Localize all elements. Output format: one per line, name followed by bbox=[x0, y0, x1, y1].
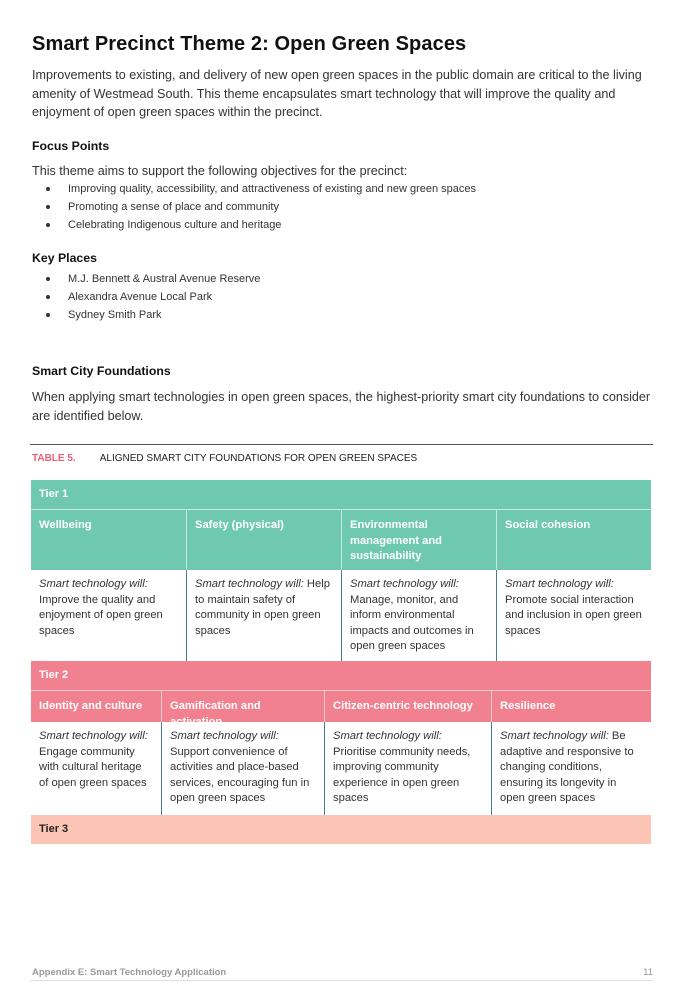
footer-title: Appendix E: Smart Technology Application bbox=[32, 967, 227, 978]
header-gamification: Gamification and activation bbox=[161, 691, 324, 728]
list-item: M.J. Bennett & Austral Avenue Reserve bbox=[32, 270, 260, 288]
cell-identity: Smart technology will: Engage community … bbox=[39, 730, 148, 789]
table-caption: TABLE 5. ALIGNED SMART CITY FOUNDATIONS F… bbox=[32, 453, 417, 464]
tier-1-block: Tier 1 Wellbeing Safety (physical) Envir… bbox=[31, 480, 651, 662]
focus-points-lead: This theme aims to support the following… bbox=[32, 164, 408, 178]
cell-wellbeing: Smart technology will: Improve the quali… bbox=[39, 578, 163, 637]
cell-gamification: Smart technology will: Support convenien… bbox=[161, 722, 324, 815]
tier-1-label: Tier 1 bbox=[31, 480, 651, 509]
list-item: Celebrating Indigenous culture and herit… bbox=[32, 216, 476, 234]
list-item: Promoting a sense of place and community bbox=[32, 198, 476, 216]
list-item: Improving quality, accessibility, and at… bbox=[32, 180, 476, 198]
table-number: TABLE 5. bbox=[32, 453, 76, 464]
header-resilience: Resilience bbox=[491, 691, 651, 722]
tier-3-block: Tier 3 bbox=[31, 815, 651, 844]
tier-2-block: Tier 2 Identity and culture Gamification… bbox=[31, 661, 651, 815]
intro-paragraph: Improvements to existing, and delivery o… bbox=[32, 68, 642, 119]
list-item: Sydney Smith Park bbox=[32, 306, 260, 324]
tier-2-header-row: Identity and culture Gamification and ac… bbox=[31, 690, 651, 728]
header-environmental: Environmental management and sustainabil… bbox=[341, 510, 496, 570]
header-safety: Safety (physical) bbox=[186, 510, 341, 570]
tier-2-label: Tier 2 bbox=[31, 661, 651, 690]
page-number: 11 bbox=[643, 967, 653, 978]
header-wellbeing: Wellbeing bbox=[39, 519, 92, 531]
header-citizen-centric: Citizen-centric technology bbox=[324, 691, 491, 722]
table-top-rule bbox=[30, 444, 653, 445]
cell-resilience: Smart technology will: Be adaptive and r… bbox=[491, 722, 651, 815]
foundations-paragraph: When applying smart technologies in open… bbox=[32, 390, 651, 423]
focus-points-heading: Focus Points bbox=[32, 139, 110, 153]
focus-points-list: Improving quality, accessibility, and at… bbox=[32, 180, 476, 234]
cell-citizen-centric: Smart technology will: Prioritise commun… bbox=[324, 722, 491, 815]
footer-rule bbox=[30, 980, 653, 981]
tier-1-header-row: Wellbeing Safety (physical) Environmenta… bbox=[31, 509, 651, 570]
header-social-cohesion: Social cohesion bbox=[496, 510, 651, 570]
header-identity: Identity and culture bbox=[39, 700, 143, 712]
cell-environmental: Smart technology will: Manage, monitor, … bbox=[341, 570, 496, 662]
table-caption-text: ALIGNED SMART CITY FOUNDATIONS FOR OPEN … bbox=[99, 453, 418, 464]
foundations-heading: Smart City Foundations bbox=[32, 364, 171, 378]
tier-2-body-row: Smart technology will: Engage community … bbox=[31, 722, 651, 815]
key-places-heading: Key Places bbox=[32, 251, 97, 265]
list-item: Alexandra Avenue Local Park bbox=[32, 288, 260, 306]
cell-social-cohesion: Smart technology will: Promote social in… bbox=[496, 570, 651, 662]
tier-1-body-row: Smart technology will: Improve the quali… bbox=[31, 570, 651, 662]
tier-3-label: Tier 3 bbox=[31, 815, 651, 844]
key-places-list: M.J. Bennett & Austral Avenue Reserve Al… bbox=[32, 270, 260, 324]
cell-safety: Smart technology will: Help to maintain … bbox=[186, 570, 341, 662]
page-title: Smart Precinct Theme 2: Open Green Space… bbox=[32, 33, 467, 55]
